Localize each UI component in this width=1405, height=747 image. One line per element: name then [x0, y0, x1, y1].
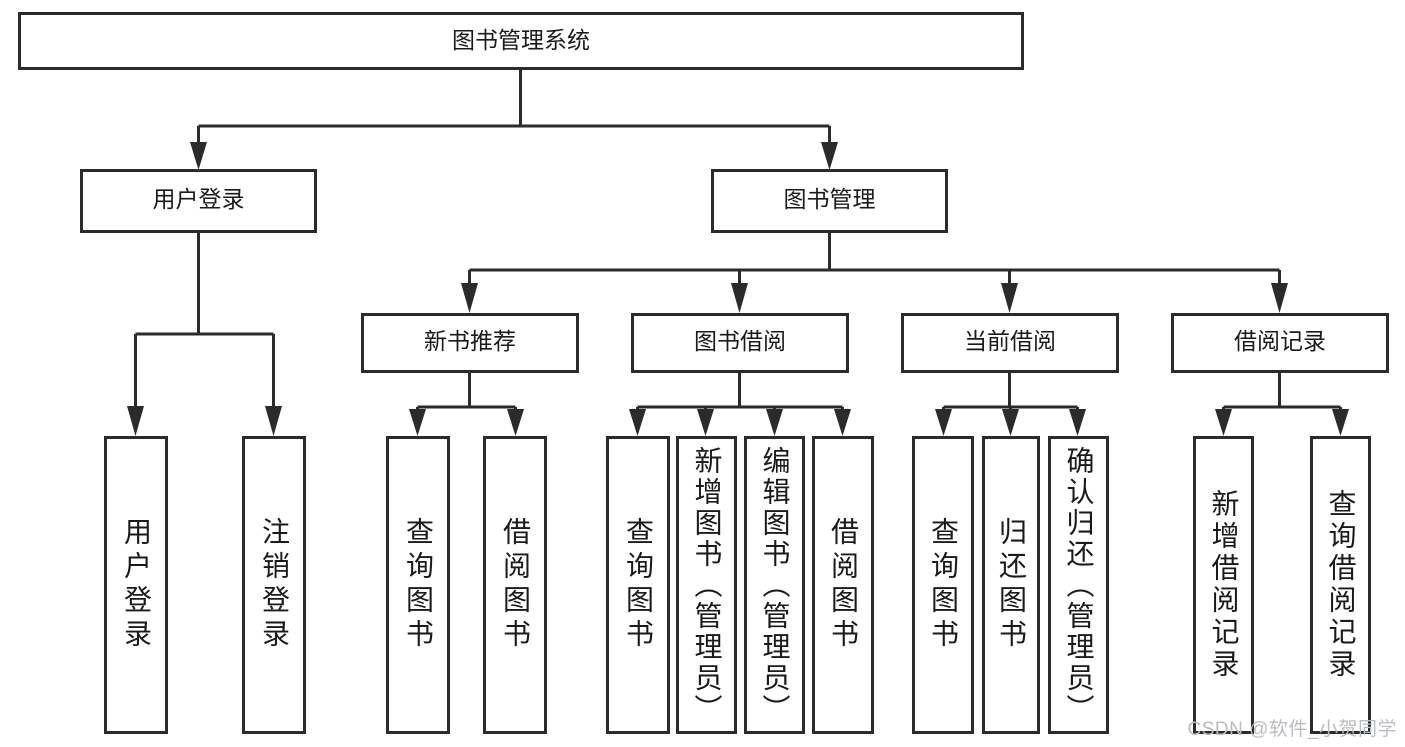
node-newbook-label: 新书推荐 — [424, 328, 516, 354]
connector-group-login-to-leaves — [127, 232, 282, 436]
node-leaf-query-record[interactable]: 查询借阅记录 — [1310, 436, 1371, 734]
node-newbook[interactable]: 新书推荐 — [361, 313, 579, 373]
node-leaf-edit-book[interactable]: 编辑图书（管理员） — [744, 436, 805, 734]
node-leaf-user-login-box[interactable] — [104, 436, 168, 734]
node-leaf-edit-book-box[interactable] — [744, 436, 805, 734]
node-leaf-query-record-label: 查询借阅记录 — [1325, 489, 1357, 681]
arrow-head-to-query-book-new — [409, 409, 426, 436]
arrow-head-to-current — [1001, 283, 1018, 313]
node-leaf-query-record-box[interactable] — [1310, 436, 1371, 734]
node-leaf-borrow-book-box[interactable] — [812, 436, 874, 734]
node-leaf-user-logout-label: 注销登录 — [259, 517, 290, 653]
node-root[interactable]: 图书管理系统 — [18, 12, 1024, 70]
node-borrow[interactable]: 图书借阅 — [631, 313, 849, 373]
node-leaf-add-book-label: 新增图书（管理员） — [691, 445, 723, 725]
node-root-label: 图书管理系统 — [452, 27, 590, 53]
node-borrow-box[interactable] — [631, 313, 849, 373]
connector-group-root-to-level2 — [190, 68, 838, 170]
node-leaf-query-book-borrow-label: 查询图书 — [623, 517, 654, 653]
connector-group-records-to-leaves — [1215, 372, 1349, 436]
connector-group-newbook-to-leaves — [409, 372, 524, 436]
arrow-head-to-newbook — [461, 283, 478, 313]
connector-group-borrow-to-leaves — [629, 372, 851, 436]
node-current-box[interactable] — [901, 313, 1119, 373]
node-leaf-user-login-label: 用户登录 — [121, 517, 152, 653]
arrow-head-to-add-record — [1215, 409, 1232, 436]
node-leaf-user-login[interactable]: 用户登录 — [104, 436, 168, 734]
node-records-box[interactable] — [1171, 313, 1389, 373]
node-root-box[interactable] — [18, 12, 1024, 70]
arrow-head-to-login — [190, 142, 207, 170]
node-records-label: 借阅记录 — [1234, 328, 1326, 354]
node-leaf-query-book-current-label: 查询图书 — [928, 517, 959, 653]
node-leaf-edit-book-label: 编辑图书（管理员） — [759, 445, 791, 725]
arrow-head-to-edit-book — [766, 409, 783, 436]
node-leaf-query-book-current[interactable]: 查询图书 — [912, 436, 974, 734]
node-leaf-query-book-borrow[interactable]: 查询图书 — [606, 436, 670, 734]
node-bookmgmt-label: 图书管理 — [784, 186, 876, 212]
node-borrow-label: 图书借阅 — [694, 328, 786, 354]
arrow-head-to-confirm-return — [1069, 409, 1086, 436]
node-leaf-return-book-label: 归还图书 — [996, 517, 1027, 653]
node-records[interactable]: 借阅记录 — [1171, 313, 1389, 373]
arrow-head-to-query-book-current — [935, 409, 952, 436]
connector-group-current-to-leaves — [935, 372, 1086, 436]
node-leaf-borrow-book-new[interactable]: 借阅图书 — [483, 436, 547, 734]
node-leaf-add-book[interactable]: 新增图书（管理员） — [676, 436, 737, 734]
arrow-head-to-borrow-book — [834, 409, 851, 436]
node-login-label: 用户登录 — [153, 186, 245, 212]
node-leaf-user-logout[interactable]: 注销登录 — [242, 436, 306, 734]
arrow-head-to-borrow — [731, 283, 748, 313]
arrow-head-to-user-logout — [265, 406, 282, 436]
arrow-head-to-records — [1271, 283, 1288, 313]
node-leaf-query-book-new-label: 查询图书 — [403, 517, 434, 653]
node-leaf-confirm-return-label: 确认归还（管理员） — [1063, 445, 1095, 725]
node-leaf-borrow-book-new-label: 借阅图书 — [500, 517, 531, 653]
arrow-head-to-query-book-borrow — [629, 409, 646, 436]
arrow-head-to-add-book — [697, 409, 714, 436]
node-leaf-confirm-return[interactable]: 确认归还（管理员） — [1048, 436, 1109, 734]
arrow-head-to-query-record — [1332, 409, 1349, 436]
arrow-head-to-user-login — [127, 406, 144, 436]
node-leaf-borrow-book-new-box[interactable] — [483, 436, 547, 734]
node-leaf-add-record-label: 新增借阅记录 — [1208, 489, 1240, 681]
node-leaf-add-book-box[interactable] — [676, 436, 737, 734]
node-current-label: 当前借阅 — [964, 328, 1056, 354]
node-bookmgmt[interactable]: 图书管理 — [711, 169, 948, 233]
node-leaf-return-book-box[interactable] — [982, 436, 1040, 734]
node-leaf-query-book-current-box[interactable] — [912, 436, 974, 734]
node-leaf-query-book-borrow-box[interactable] — [606, 436, 670, 734]
connector-group-bookmgmt-to-level3 — [461, 232, 1288, 313]
node-login[interactable]: 用户登录 — [80, 169, 317, 233]
arrow-head-to-borrow-book-new — [507, 409, 524, 436]
node-newbook-box[interactable] — [361, 313, 579, 373]
node-leaf-add-record[interactable]: 新增借阅记录 — [1193, 436, 1254, 734]
node-leaf-confirm-return-box[interactable] — [1048, 436, 1109, 734]
node-leaf-borrow-book-label: 借阅图书 — [828, 517, 859, 653]
node-bookmgmt-box[interactable] — [711, 169, 948, 233]
node-login-box[interactable] — [80, 169, 317, 233]
node-leaf-user-logout-box[interactable] — [242, 436, 306, 734]
arrow-head-to-bookmgmt — [821, 142, 838, 170]
arrow-head-to-return-book — [1002, 409, 1019, 436]
node-leaf-add-record-box[interactable] — [1193, 436, 1254, 734]
node-leaf-query-book-new[interactable]: 查询图书 — [386, 436, 450, 734]
node-leaf-query-book-new-box[interactable] — [386, 436, 450, 734]
node-current[interactable]: 当前借阅 — [901, 313, 1119, 373]
node-leaf-borrow-book[interactable]: 借阅图书 — [812, 436, 874, 734]
node-leaf-return-book[interactable]: 归还图书 — [982, 436, 1040, 734]
